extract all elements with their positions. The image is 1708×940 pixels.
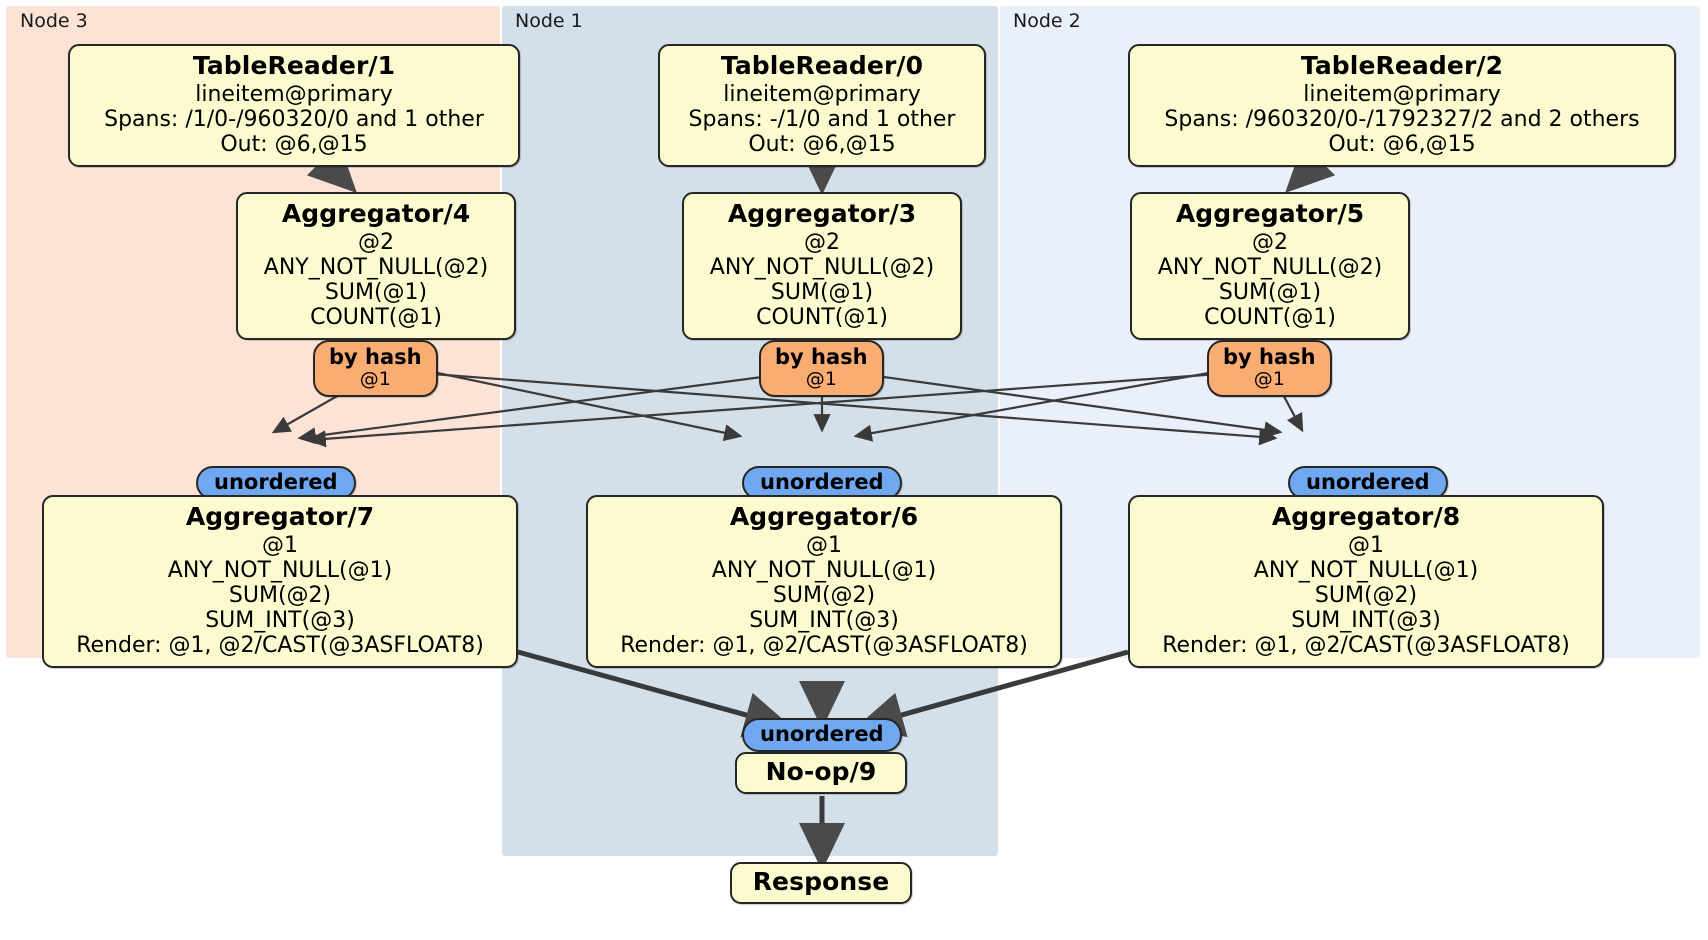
badge-label: unordered <box>760 722 884 746</box>
processor-line: @2 <box>358 229 394 255</box>
node-region-label-node2: Node 2 <box>1013 10 1081 32</box>
processor-line: Render: @1, @2/CAST(@3ASFLOAT8) <box>76 632 484 658</box>
badge-sublabel: @1 <box>805 368 837 391</box>
processor-line: SUM(@1) <box>770 279 874 305</box>
processor-table-reader-0[interactable]: TableReader/0 lineitem@primary Spans: -/… <box>658 44 986 167</box>
synchronizer-badge-unordered-left[interactable]: unordered <box>196 466 356 501</box>
processor-line: @1 <box>262 532 298 558</box>
processor-title: Aggregator/5 <box>1175 199 1365 228</box>
processor-line: SUM(@1) <box>324 279 428 305</box>
processor-line: COUNT(@1) <box>756 304 888 330</box>
processor-line: SUM(@2) <box>772 582 876 608</box>
processor-line: ANY_NOT_NULL(@2) <box>709 254 935 280</box>
processor-line: SUM_INT(@3) <box>205 607 355 633</box>
processor-aggregator-5[interactable]: Aggregator/5 @2 ANY_NOT_NULL(@2) SUM(@1)… <box>1130 192 1410 340</box>
processor-line: @1 <box>1348 532 1384 558</box>
processor-line: Render: @1, @2/CAST(@3ASFLOAT8) <box>620 632 1028 658</box>
processor-title: TableReader/2 <box>1300 51 1504 80</box>
processor-line: lineitem@primary <box>195 81 393 107</box>
processor-title: TableReader/0 <box>720 51 924 80</box>
processor-aggregator-3[interactable]: Aggregator/3 @2 ANY_NOT_NULL(@2) SUM(@1)… <box>682 192 962 340</box>
badge-label: unordered <box>1306 470 1430 494</box>
node-region-label-node1: Node 1 <box>515 10 583 32</box>
badge-label: unordered <box>214 470 338 494</box>
router-badge-by-hash-right[interactable]: by hash @1 <box>1207 340 1332 397</box>
processor-title: No-op/9 <box>765 757 877 786</box>
processor-line: SUM(@2) <box>228 582 332 608</box>
processor-table-reader-1[interactable]: TableReader/1 lineitem@primary Spans: /1… <box>68 44 520 167</box>
processor-aggregator-8[interactable]: Aggregator/8 @1 ANY_NOT_NULL(@1) SUM(@2)… <box>1128 495 1604 668</box>
processor-line: ANY_NOT_NULL(@1) <box>1253 557 1479 583</box>
synchronizer-badge-unordered-final[interactable]: unordered <box>742 718 902 753</box>
processor-title: Aggregator/4 <box>281 199 471 228</box>
processor-line: ANY_NOT_NULL(@1) <box>711 557 937 583</box>
processor-line: COUNT(@1) <box>310 304 442 330</box>
processor-line: Render: @1, @2/CAST(@3ASFLOAT8) <box>1162 632 1570 658</box>
processor-line: Out: @6,@15 <box>1328 131 1476 157</box>
processor-response[interactable]: Response <box>730 862 912 904</box>
processor-line: Out: @6,@15 <box>220 131 368 157</box>
processor-table-reader-2[interactable]: TableReader/2 lineitem@primary Spans: /9… <box>1128 44 1676 167</box>
processor-title: Response <box>752 867 890 896</box>
node-region-label-node3: Node 3 <box>20 10 88 32</box>
badge-label: by hash <box>329 345 422 369</box>
processor-line: SUM(@2) <box>1314 582 1418 608</box>
badge-label: unordered <box>760 470 884 494</box>
badge-sublabel: @1 <box>1253 368 1285 391</box>
processor-line: Out: @6,@15 <box>748 131 896 157</box>
processor-line: ANY_NOT_NULL(@1) <box>167 557 393 583</box>
processor-aggregator-7[interactable]: Aggregator/7 @1 ANY_NOT_NULL(@1) SUM(@2)… <box>42 495 518 668</box>
processor-line: SUM(@1) <box>1218 279 1322 305</box>
processor-line: Spans: /960320/0-/1792327/2 and 2 others <box>1164 106 1640 132</box>
processor-aggregator-6[interactable]: Aggregator/6 @1 ANY_NOT_NULL(@1) SUM(@2)… <box>586 495 1062 668</box>
processor-title: Aggregator/8 <box>1271 502 1461 531</box>
processor-line: @2 <box>1252 229 1288 255</box>
processor-line: lineitem@primary <box>723 81 921 107</box>
processor-title: TableReader/1 <box>192 51 396 80</box>
processor-title: Aggregator/7 <box>185 502 375 531</box>
router-badge-by-hash-center[interactable]: by hash @1 <box>759 340 884 397</box>
processor-aggregator-4[interactable]: Aggregator/4 @2 ANY_NOT_NULL(@2) SUM(@1)… <box>236 192 516 340</box>
processor-line: lineitem@primary <box>1303 81 1501 107</box>
processor-noop-9[interactable]: No-op/9 <box>735 752 907 794</box>
badge-label: by hash <box>1223 345 1316 369</box>
router-badge-by-hash-left[interactable]: by hash @1 <box>313 340 438 397</box>
badge-sublabel: @1 <box>359 368 391 391</box>
processor-title: Aggregator/6 <box>729 502 919 531</box>
processor-line: SUM_INT(@3) <box>749 607 899 633</box>
processor-line: ANY_NOT_NULL(@2) <box>263 254 489 280</box>
processor-line: ANY_NOT_NULL(@2) <box>1157 254 1383 280</box>
processor-line: Spans: -/1/0 and 1 other <box>688 106 956 132</box>
processor-line: @2 <box>804 229 840 255</box>
processor-title: Aggregator/3 <box>727 199 917 228</box>
processor-line: COUNT(@1) <box>1204 304 1336 330</box>
processor-line: SUM_INT(@3) <box>1291 607 1441 633</box>
processor-line: Spans: /1/0-/960320/0 and 1 other <box>104 106 484 132</box>
badge-label: by hash <box>775 345 868 369</box>
processor-line: @1 <box>806 532 842 558</box>
